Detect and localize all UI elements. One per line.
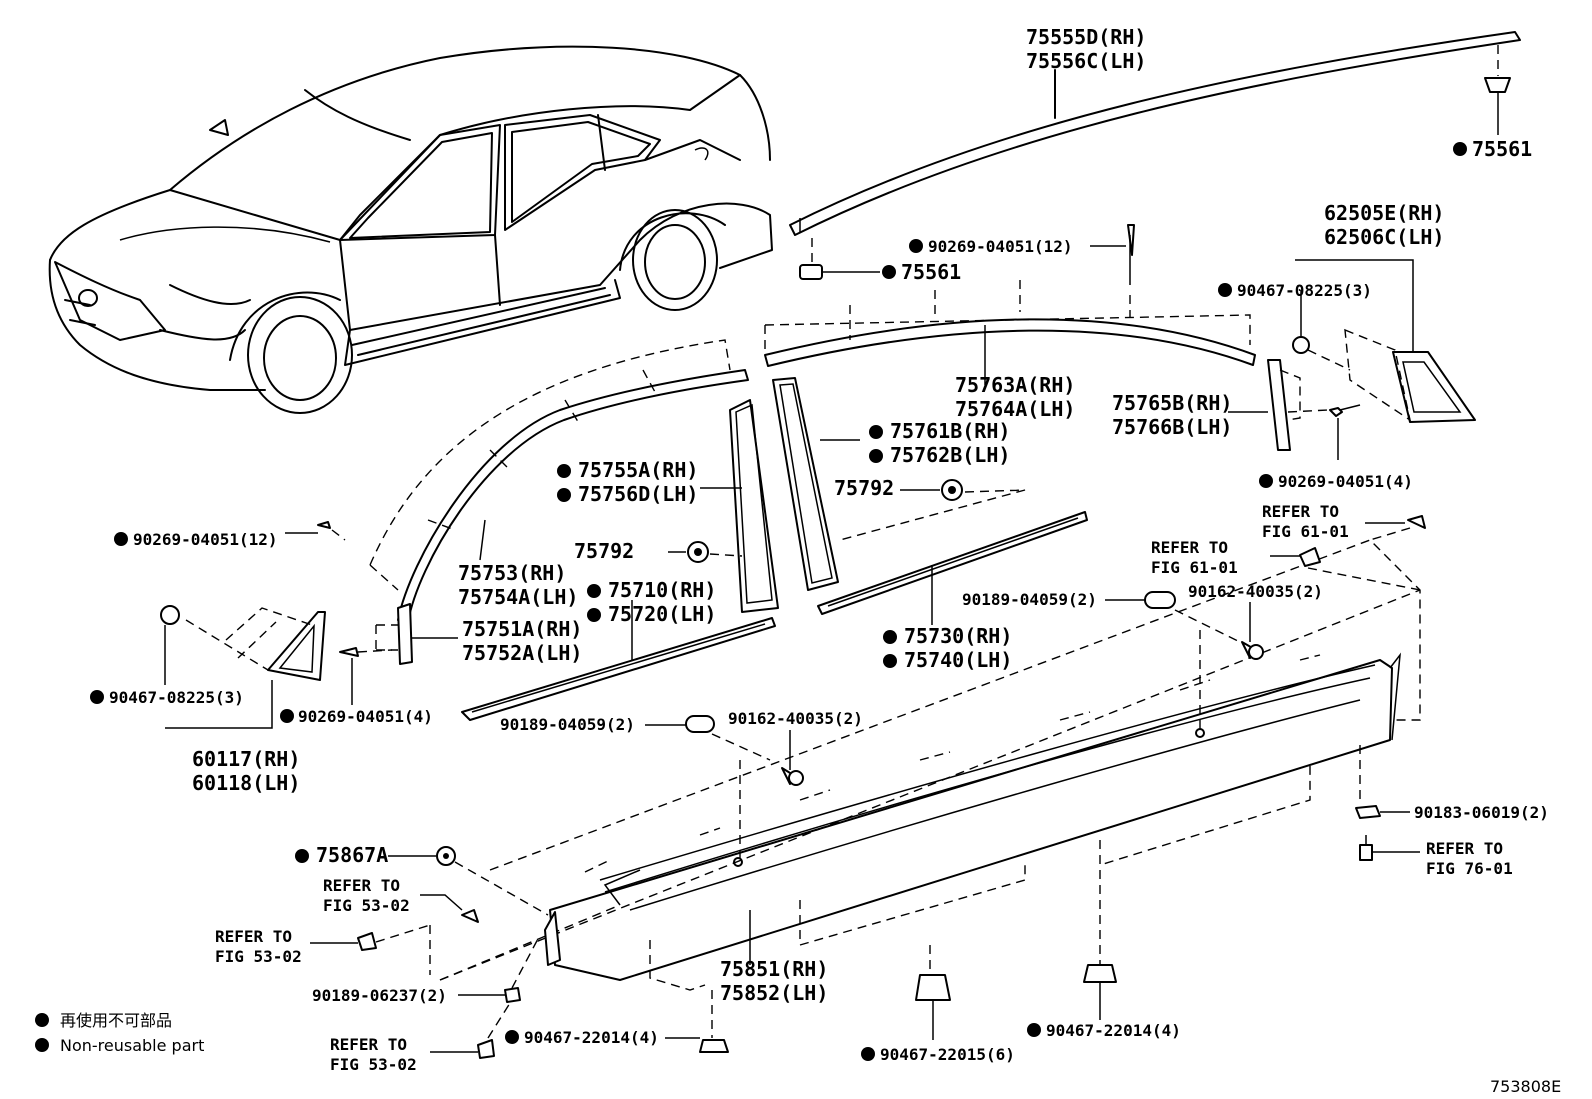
non-reusable-marker: [557, 488, 571, 502]
label-75851-rh: 75851(RH): [720, 957, 828, 981]
label-75754a-lh: 75754A(LH): [458, 585, 578, 609]
label-clip-015: 90467-22015(6): [880, 1045, 1015, 1064]
label-screw-12-left: 90269-04051(12): [133, 530, 278, 549]
label-bolt-035-left: 90162-40035(2): [728, 709, 863, 728]
non-reusable-marker: [869, 449, 883, 463]
label-screw-12-top: 90269-04051(12): [928, 237, 1073, 256]
non-reusable-marker: [280, 709, 294, 723]
legend-marker-jp: [35, 1013, 49, 1027]
figure-code: 753808E: [1490, 1077, 1561, 1096]
refer-fig-53-b-line2: FIG 53-02: [215, 947, 302, 966]
label-75720-lh: 75720(LH): [608, 602, 716, 626]
refer-fig-53-a-line2: FIG 53-02: [323, 896, 410, 915]
non-reusable-marker: [1259, 474, 1273, 488]
car-illustration: [48, 45, 773, 414]
label-plug-059-left: 90189-04059(2): [500, 715, 635, 734]
legend-text-en: Non-reusable part: [60, 1036, 204, 1055]
non-reusable-marker: [1218, 283, 1232, 297]
refer-fig-76-line1: REFER TO: [1426, 839, 1503, 858]
c-pillar-garnish: [1228, 259, 1476, 460]
label-bolt-035-right: 90162-40035(2): [1188, 582, 1323, 601]
label-75730-rh: 75730(RH): [904, 624, 1012, 648]
legend-marker-en: [35, 1038, 49, 1052]
roof-moulding: [789, 31, 1521, 280]
label-plug-237: 90189-06237(2): [312, 986, 447, 1005]
label-60117-rh: 60117(RH): [192, 747, 300, 771]
non-reusable-marker: [114, 532, 128, 546]
label-roof-rh: 75555D(RH): [1026, 25, 1146, 49]
label-plug-059-right: 90189-04059(2): [962, 590, 1097, 609]
label-clip-014-a: 90467-22014(4): [524, 1028, 659, 1047]
non-reusable-marker: [295, 849, 309, 863]
non-reusable-marker: [869, 425, 883, 439]
label-75766b-lh: 75766B(LH): [1112, 415, 1232, 439]
label-75852-lh: 75852(LH): [720, 981, 828, 1005]
labels: 75555D(RH) 75556C(LH) 75561 75561 90269-…: [90, 25, 1549, 1074]
refer-fig-61-a-line2: FIG 61-01: [1262, 522, 1349, 541]
refer-fig-53-a-line1: REFER TO: [323, 876, 400, 895]
refer-fig-53-c-line2: FIG 53-02: [330, 1055, 417, 1074]
fasteners: [310, 515, 1426, 1059]
non-reusable-marker: [587, 608, 601, 622]
label-clip-014-b: 90467-22014(4): [1046, 1021, 1181, 1040]
front-door-upper-moulding: [369, 339, 749, 623]
label-75710-rh: 75710(RH): [608, 578, 716, 602]
non-reusable-marker: [557, 464, 571, 478]
label-75762b-lh: 75762B(LH): [890, 443, 1010, 467]
non-reusable-marker: [883, 630, 897, 644]
label-75755a-rh: 75755A(RH): [578, 458, 698, 482]
label-75763a-rh: 75763A(RH): [955, 373, 1075, 397]
label-clip-90467-left: 90467-08225(3): [109, 688, 244, 707]
refer-fig-61-a-line1: REFER TO: [1262, 502, 1339, 521]
front-quarter-garnish: [160, 521, 458, 729]
refer-fig-53-c-line1: REFER TO: [330, 1035, 407, 1054]
label-clip-75561-left: 75561: [901, 260, 961, 284]
belt-mouldings: [461, 511, 1088, 721]
label-75761b-rh: 75761B(RH): [890, 419, 1010, 443]
label-60118-lh: 60118(LH): [192, 771, 300, 795]
label-screw-4-right: 90269-04051(4): [1278, 472, 1413, 491]
label-75792-a: 75792: [834, 476, 894, 500]
label-clip-90467-top: 90467-08225(3): [1237, 281, 1372, 300]
label-nut-019: 90183-06019(2): [1414, 803, 1549, 822]
non-reusable-marker: [909, 239, 923, 253]
legend: 再使用不可部品 Non-reusable part: [35, 1011, 204, 1055]
legend-text-jp: 再使用不可部品: [60, 1011, 172, 1030]
non-reusable-marker: [1453, 142, 1467, 156]
label-62506c-lh: 62506C(LH): [1324, 225, 1444, 249]
pillar-garnishes: [668, 377, 1026, 613]
label-75764a-lh: 75764A(LH): [955, 397, 1075, 421]
label-75756d-lh: 75756D(LH): [578, 482, 698, 506]
label-75792-b: 75792: [574, 539, 634, 563]
refer-fig-53-b-line1: REFER TO: [215, 927, 292, 946]
refer-fig-76-line2: FIG 76-01: [1426, 859, 1513, 878]
label-75765b-rh: 75765B(RH): [1112, 391, 1232, 415]
refer-fig-61-b-line1: REFER TO: [1151, 538, 1228, 557]
label-75740-lh: 75740(LH): [904, 648, 1012, 672]
non-reusable-marker: [882, 265, 896, 279]
non-reusable-marker: [883, 654, 897, 668]
non-reusable-marker: [505, 1030, 519, 1044]
label-75753-rh: 75753(RH): [458, 561, 566, 585]
rear-door-moulding: [764, 224, 1256, 385]
label-clip-75561-top: 75561: [1472, 137, 1532, 161]
rocker-panel: [439, 539, 1421, 991]
label-75867a: 75867A: [316, 843, 388, 867]
non-reusable-marker: [587, 584, 601, 598]
label-75751a-rh: 75751A(RH): [462, 617, 582, 641]
label-screw-4-left: 90269-04051(4): [298, 707, 433, 726]
label-62505e-rh: 62505E(RH): [1324, 201, 1444, 225]
non-reusable-marker: [861, 1047, 875, 1061]
refer-fig-61-b-line2: FIG 61-01: [1151, 558, 1238, 577]
label-75752a-lh: 75752A(LH): [462, 641, 582, 665]
non-reusable-marker: [1027, 1023, 1041, 1037]
non-reusable-marker: [90, 690, 104, 704]
label-roof-lh: 75556C(LH): [1026, 49, 1146, 73]
